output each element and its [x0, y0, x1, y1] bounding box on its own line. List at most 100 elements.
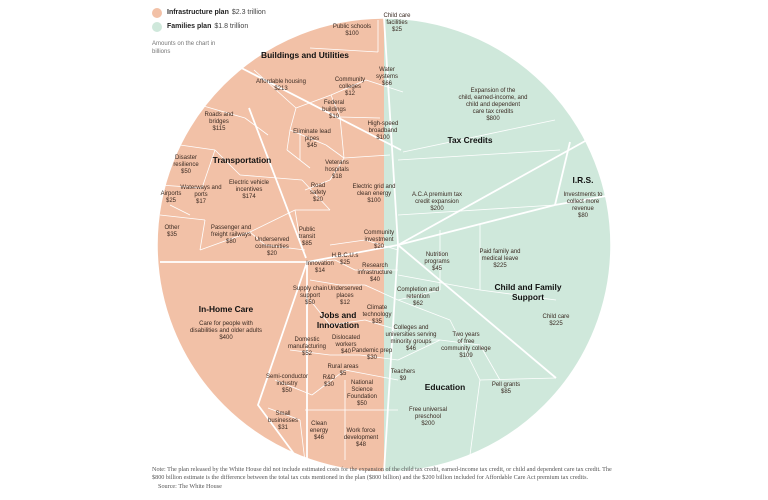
- cell-value-buildings-and-utilities-water-systems: $66: [382, 81, 393, 87]
- cell-value-jobs-and-innovation-climate-technology: $35: [372, 319, 383, 325]
- cell-boundary-71: [299, 419, 307, 471]
- group-label-buildings-and-utilities: Buildings and Utilities: [261, 50, 349, 60]
- cell-label-jobs-and-innovation-climate-technology-0: Climate: [367, 305, 388, 311]
- cell-label-jobs-and-innovation-r-d: R&D: [323, 375, 336, 381]
- cell-label-jobs-and-innovation-national-science-foundation-0: National: [351, 380, 373, 386]
- group-label-education: Education: [425, 382, 465, 392]
- cell-label-buildings-and-utilities-community-colleges-1: colleges: [339, 84, 361, 90]
- cell-value-jobs-and-innovation-r-d: $30: [324, 382, 335, 388]
- cell-value-jobs-and-innovation-national-science-foundation: $50: [357, 401, 368, 407]
- cell-label-education-teachers: Teachers: [391, 369, 415, 375]
- group-boundary-2: [554, 195, 607, 206]
- cell-value-buildings-and-utilities-high-speed-broadband: $100: [376, 135, 390, 141]
- cell-label-education-two-years-of-free-community-college-2: community college: [441, 346, 491, 352]
- cell-label-education-colleges-and-universities-serving-minority-groups-1: universities serving: [385, 332, 436, 338]
- cell-label-transportation-passenger-and-freight-railways-1: freight railways: [211, 232, 251, 238]
- cell-value-buildings-and-utilities-child-care-facilities: $25: [392, 27, 403, 33]
- cell-boundary-9: [289, 129, 327, 146]
- cell-boundary-60: [329, 319, 366, 326]
- cell-label-jobs-and-innovation-domestic-manufacturing-1: manufacturing: [288, 344, 326, 350]
- cell-boundary-36: [179, 144, 216, 151]
- cell-boundary-15: [329, 157, 345, 181]
- cell-boundary-29: [397, 339, 441, 361]
- cell-label-child-and-family-support-child-care: Child care: [542, 314, 570, 320]
- cell-boundary-32: [479, 377, 557, 381]
- cell-boundary-5: [365, 79, 404, 93]
- cell-value-jobs-and-innovation-underserved-places: $12: [340, 300, 351, 306]
- cell-boundary-42: [199, 219, 206, 251]
- cell-label-education-free-universal-preschool-0: Free universal: [409, 407, 447, 413]
- cell-value-education-two-years-of-free-community-college: $109: [459, 353, 473, 359]
- cell-label-child-and-family-support-paid-family-and-medical-leave-1: medical leave: [482, 256, 519, 262]
- cell-label-tax-credits-expansion-of-the-child-earned-income-and-child-and-dependent-care-tax-credits-3: care tax credits: [473, 109, 514, 115]
- cell-boundary-61: [364, 319, 399, 331]
- cell-boundary-54: [334, 259, 356, 271]
- cell-label-buildings-and-utilities-child-care-facilities-1: facilities: [386, 20, 407, 26]
- cell-boundary-19: [397, 149, 561, 161]
- cell-boundary-27: [449, 319, 481, 381]
- cell-value-transportation-electric-vehicle-incentives: $174: [242, 194, 256, 200]
- cell-label-buildings-and-utilities-veterans-hospitals-0: Veterans: [325, 160, 349, 166]
- cell-label-education-two-years-of-free-community-college-1: of free: [457, 339, 475, 345]
- cell-label-buildings-and-utilities-affordable-housing: Affordable housing: [256, 79, 306, 85]
- cell-label-in-home-care-care-for-people-with-disabilities-and-older-adults-1: disabilities and older adults: [190, 328, 262, 334]
- cell-label-education-pell-grants: Pell grants: [492, 382, 520, 388]
- cell-boundary-28: [439, 339, 481, 346]
- cell-boundary-47: [294, 209, 301, 241]
- cell-value-jobs-and-innovation-rural-areas: $5: [340, 371, 347, 377]
- group-boundary-5: [397, 244, 557, 379]
- cell-label-buildings-and-utilities-eliminate-lead-pipes-1: pipes: [305, 136, 319, 142]
- cell-boundary-51: [329, 239, 366, 246]
- cell-boundary-40: [169, 204, 191, 216]
- cell-label-buildings-and-utilities-community-colleges-0: Community: [335, 77, 365, 83]
- cell-label-transportation-other: Other: [164, 225, 179, 231]
- cell-label-child-and-family-support-paid-family-and-medical-leave-0: Paid family and: [479, 249, 520, 255]
- cell-value-education-free-universal-preschool: $200: [421, 421, 435, 427]
- cell-label-transportation-road-safety-1: safety: [310, 190, 326, 196]
- cell-value-jobs-and-innovation-research-infrastructure: $40: [370, 277, 381, 283]
- cell-value-education-completion-and-retention: $62: [413, 301, 424, 307]
- cell-boundary-46: [249, 231, 266, 246]
- cell-value-jobs-and-innovation-small-businesses: $31: [278, 425, 289, 431]
- cell-label-jobs-and-innovation-national-science-foundation-2: Foundation: [347, 394, 377, 400]
- cell-boundary-67: [344, 369, 399, 381]
- cell-boundary-62: [289, 349, 331, 356]
- cell-value-transportation-other: $35: [167, 232, 178, 238]
- cell-value-jobs-and-innovation-work-force-development: $48: [356, 442, 367, 448]
- cell-value-tax-credits-expansion-of-the-child-earned-income-and-child-and-dependent-care-tax-credits: $800: [486, 116, 500, 122]
- cell-boundary-41: [159, 214, 206, 221]
- cell-boundary-39: [201, 149, 216, 189]
- cell-label-jobs-and-innovation-work-force-development-1: development: [344, 435, 379, 441]
- cell-value-buildings-and-utilities-community-colleges: $12: [345, 91, 356, 97]
- group-boundary-4: [397, 204, 556, 246]
- cell-boundary-23: [397, 274, 481, 291]
- cell-value-jobs-and-innovation-pandemic-prep: $30: [367, 355, 378, 361]
- cell-label-education-colleges-and-universities-serving-minority-groups-0: Colleges and: [393, 325, 428, 331]
- cell-label-transportation-electric-vehicle-incentives-0: Electric vehicle: [229, 180, 270, 186]
- cell-value-transportation-passenger-and-freight-railways: $80: [226, 239, 237, 245]
- cell-label-child-and-family-support-nutrition-programs-1: programs: [424, 259, 449, 265]
- cell-boundary-31: [479, 344, 501, 381]
- cell-label-jobs-and-innovation-small-businesses-0: Small: [275, 411, 290, 417]
- cell-value-buildings-and-utilities-eliminate-lead-pipes: $45: [307, 143, 318, 149]
- cell-label-transportation-electric-vehicle-incentives-1: incentives: [236, 187, 263, 193]
- cell-label-education-completion-and-retention-1: retention: [406, 294, 429, 300]
- cell-label-transportation-public-transit-0: Public: [299, 227, 315, 233]
- cell-value-buildings-and-utilities-electric-grid-and-clean-energy: $100: [367, 198, 381, 204]
- cell-value-child-and-family-support-nutrition-programs: $45: [432, 266, 443, 272]
- group-boundary-6: [306, 244, 399, 263]
- cell-value-tax-credits-a-c-a-premium-tax-credit-expansion: $200: [430, 206, 444, 212]
- cell-boundary-34: [199, 104, 246, 119]
- cell-boundary-53: [309, 259, 336, 263]
- cell-boundary-16: [304, 179, 331, 191]
- cell-value-jobs-and-innovation-community-investment: $20: [374, 244, 385, 250]
- cell-boundary-22: [397, 289, 441, 301]
- cell-value-transportation-airports: $25: [166, 198, 177, 204]
- cell-label-buildings-and-utilities-federal-buildings-1: buildings: [322, 107, 346, 113]
- cell-boundary-20: [397, 204, 556, 216]
- cell-value-transportation-disaster-resilience: $50: [181, 169, 192, 175]
- cell-value-education-pell-grants: $85: [501, 389, 512, 395]
- cell-label-jobs-and-innovation-pandemic-prep: Pandemic prep: [352, 348, 393, 354]
- cell-label-transportation-roads-and-bridges-1: bridges: [209, 119, 229, 125]
- cell-label-jobs-and-innovation-national-science-foundation-1: Science: [351, 387, 373, 393]
